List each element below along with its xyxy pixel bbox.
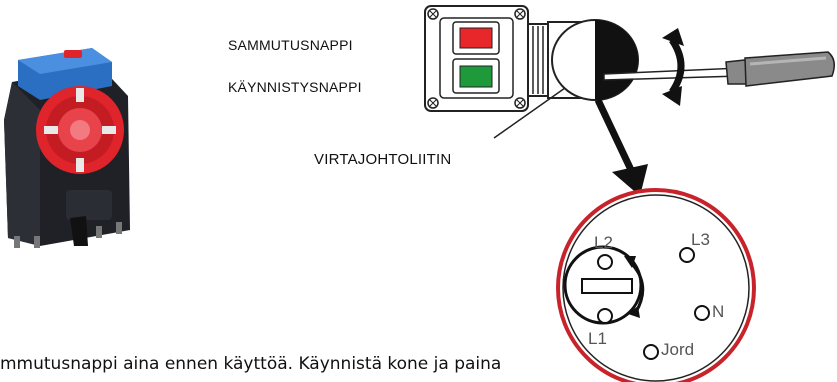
power-connector-label: VIRTAJOHTOLIITIN — [314, 151, 451, 168]
instruction-text: mmutusnappi aina ennen käyttöä. Käynnist… — [0, 354, 501, 374]
switch-unit-photo — [4, 48, 130, 248]
pin-l2 — [598, 255, 612, 269]
pin-earth — [644, 345, 658, 359]
pin-label-l1: L1 — [588, 329, 607, 348]
pin-n — [695, 306, 709, 320]
pin-l3 — [680, 248, 694, 262]
socket-face: L2 L3 N L1 Jord — [558, 190, 754, 382]
pointer-arrow-icon — [598, 100, 648, 196]
pin-l1 — [598, 309, 612, 323]
rotate-arrow-icon — [662, 28, 684, 106]
start-button-label: KÄYNNISTYSNAPPI — [228, 79, 362, 95]
pin-label-earth: Jord — [661, 340, 694, 359]
stop-button-label: SAMMUTUSNAPPI — [228, 37, 353, 53]
pin-label-n: N — [712, 302, 724, 321]
button-box — [425, 6, 528, 111]
pin-label-l2: L2 — [594, 233, 613, 252]
pin-label-l3: L3 — [691, 230, 710, 249]
